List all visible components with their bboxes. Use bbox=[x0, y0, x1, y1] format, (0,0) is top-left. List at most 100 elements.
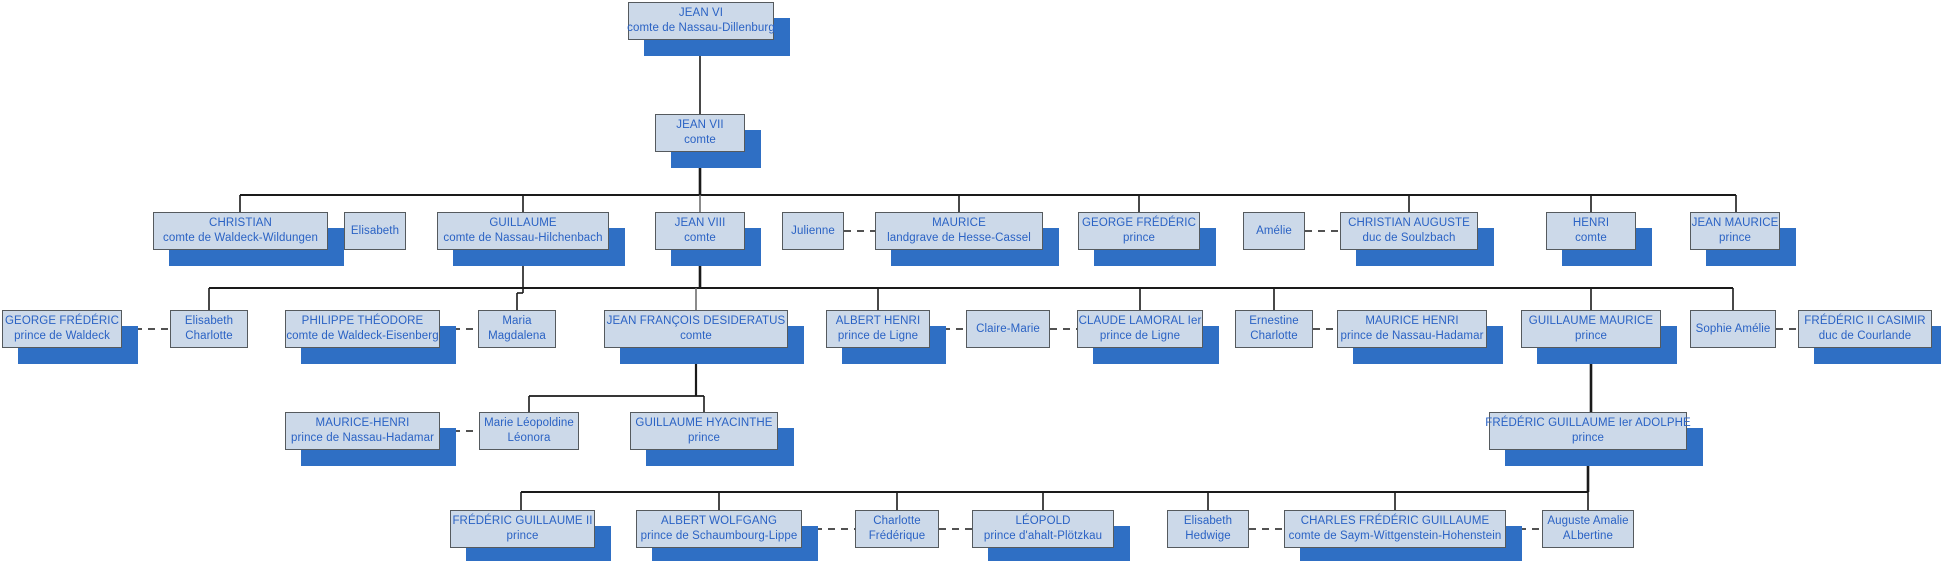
person-title: Charlotte bbox=[1250, 330, 1298, 342]
person-name: GEORGE FRÉDÉRIC bbox=[1082, 217, 1196, 230]
person-name: CHRISTIAN bbox=[209, 217, 272, 230]
person-title: comte bbox=[684, 134, 716, 146]
person-title: prince bbox=[1575, 330, 1607, 342]
person-title: comte bbox=[684, 232, 716, 244]
person-node-maurhen2[interactable]: MAURICE-HENRI prince de Nassau-Hadamar bbox=[285, 412, 440, 450]
person-name: JEAN VIII bbox=[674, 217, 726, 230]
person-name: Auguste Amalie bbox=[1547, 515, 1629, 528]
person-node-fgadolph[interactable]: FRÉDÉRIC GUILLAUME Ier ADOLPHE prince bbox=[1485, 412, 1691, 450]
person-node-guilhya[interactable]: GUILLAUME HYACINTHE prince bbox=[630, 412, 778, 450]
person-node-jean8[interactable]: JEAN VIII comte bbox=[655, 212, 745, 250]
person-node-clairem[interactable]: Claire-Marie bbox=[966, 310, 1050, 348]
person-name: Amélie bbox=[1256, 224, 1292, 237]
person-title: prince bbox=[1123, 232, 1155, 244]
person-title: prince de Waldeck bbox=[14, 330, 110, 342]
person-title: Hedwige bbox=[1185, 530, 1231, 542]
person-name: FRÉDÉRIC GUILLAUME Ier ADOLPHE bbox=[1485, 417, 1691, 430]
person-title: prince de Ligne bbox=[837, 330, 919, 342]
person-node-elisabeth[interactable]: Elisabeth bbox=[344, 212, 406, 250]
person-node-claudel[interactable]: CLAUDE LAMORAL Ier prince de Ligne bbox=[1077, 310, 1203, 348]
person-title: prince de Nassau-Hadamar bbox=[1340, 330, 1484, 342]
person-name: JEAN FRANÇOIS DESIDERATUS bbox=[606, 315, 786, 328]
person-title: comte de Nassau-Hilchenbach bbox=[443, 232, 603, 244]
person-title: prince de Nassau-Hadamar bbox=[290, 432, 435, 444]
person-title: prince bbox=[1572, 432, 1604, 444]
person-node-julienne[interactable]: Julienne bbox=[782, 212, 844, 250]
person-node-henri[interactable]: HENRI comte bbox=[1546, 212, 1636, 250]
person-name: ALBERT HENRI bbox=[835, 315, 921, 328]
person-name: GUILLAUME HYACINTHE bbox=[635, 417, 773, 430]
person-name: HENRI bbox=[1572, 217, 1610, 230]
person-name: Julienne bbox=[791, 224, 835, 237]
person-node-georgef[interactable]: GEORGE FRÉDÉRIC prince bbox=[1078, 212, 1200, 250]
person-name: GUILLAUME bbox=[489, 217, 557, 230]
person-title: comte bbox=[680, 330, 712, 342]
person-name: Elisabeth bbox=[184, 315, 234, 328]
person-name: PHILIPPE THÉODORE bbox=[301, 315, 424, 328]
person-name: MAURICE HENRI bbox=[1365, 315, 1459, 328]
person-name: JEAN MAURICE bbox=[1691, 217, 1779, 230]
person-node-guilmau[interactable]: GUILLAUME MAURICE prince bbox=[1521, 310, 1661, 348]
person-node-leopold[interactable]: LÉOPOLD prince d'ahalt-Plötzkau bbox=[972, 510, 1114, 548]
person-name: GUILLAUME MAURICE bbox=[1528, 315, 1654, 328]
person-name: Marie Léopoldine bbox=[484, 417, 574, 430]
person-name: LÉOPOLD bbox=[1015, 515, 1071, 528]
person-node-jean7[interactable]: JEAN VII comte bbox=[655, 114, 745, 152]
person-name: CHRISTIAN AUGUSTE bbox=[1348, 217, 1470, 230]
person-name: Charlotte bbox=[873, 515, 921, 528]
person-title: comte de Nassau-Dillenburg bbox=[627, 22, 775, 34]
person-node-geofwal[interactable]: GEORGE FRÉDÉRIC prince de Waldeck bbox=[2, 310, 122, 348]
person-node-jfd[interactable]: JEAN FRANÇOIS DESIDERATUS comte bbox=[604, 310, 788, 348]
person-node-maurice[interactable]: MAURICE landgrave de Hesse-Cassel bbox=[875, 212, 1043, 250]
person-name: Ernestine bbox=[1249, 315, 1299, 328]
person-title: Charlotte bbox=[185, 330, 233, 342]
person-name: Maria bbox=[502, 315, 532, 328]
person-node-guillaume[interactable]: GUILLAUME comte de Nassau-Hilchenbach bbox=[437, 212, 609, 250]
person-name: Elisabeth bbox=[350, 224, 400, 237]
person-name: Elisabeth bbox=[1183, 515, 1233, 528]
person-name: JEAN VII bbox=[676, 119, 724, 132]
person-title: comte bbox=[1575, 232, 1607, 244]
person-title: Léonora bbox=[507, 432, 551, 444]
person-node-charlfg[interactable]: CHARLES FRÉDÉRIC GUILLAUME comte de Saym-… bbox=[1284, 510, 1506, 548]
person-title: prince bbox=[688, 432, 720, 444]
person-title: prince bbox=[1719, 232, 1751, 244]
person-title: prince de Schaumbourg-Lippe bbox=[640, 530, 798, 542]
person-title: prince bbox=[506, 530, 539, 542]
person-title: prince de Ligne bbox=[1099, 330, 1181, 342]
person-name: Sophie Amélie bbox=[1695, 322, 1771, 335]
person-name: MAURICE-HENRI bbox=[315, 417, 410, 430]
person-node-jean6[interactable]: JEAN VI comte de Nassau-Dillenburg bbox=[627, 2, 775, 40]
person-name: CHARLES FRÉDÉRIC GUILLAUME bbox=[1300, 515, 1490, 528]
person-name: JEAN VI bbox=[678, 7, 724, 20]
person-name: MAURICE bbox=[932, 217, 986, 230]
person-title: landgrave de Hesse-Cassel bbox=[887, 232, 1031, 244]
person-node-amelie[interactable]: Amélie bbox=[1243, 212, 1305, 250]
person-name: CLAUDE LAMORAL Ier bbox=[1078, 315, 1202, 328]
person-title: comte de Saym-Wittgenstein-Hohenstein bbox=[1288, 530, 1502, 542]
person-node-maurhen[interactable]: MAURICE HENRI prince de Nassau-Hadamar bbox=[1337, 310, 1487, 348]
person-title: ALbertine bbox=[1562, 530, 1614, 542]
person-title: prince d'ahalt-Plötzkau bbox=[983, 530, 1103, 542]
person-name: GEORGE FRÉDÉRIC bbox=[5, 315, 119, 328]
person-title: Magdalena bbox=[488, 330, 546, 342]
person-title: Frédérique bbox=[868, 530, 926, 542]
person-node-sophiea[interactable]: Sophie Amélie bbox=[1690, 310, 1776, 348]
person-node-alberth[interactable]: ALBERT HENRI prince de Ligne bbox=[826, 310, 930, 348]
person-node-jeanmau[interactable]: JEAN MAURICE prince bbox=[1690, 212, 1780, 250]
